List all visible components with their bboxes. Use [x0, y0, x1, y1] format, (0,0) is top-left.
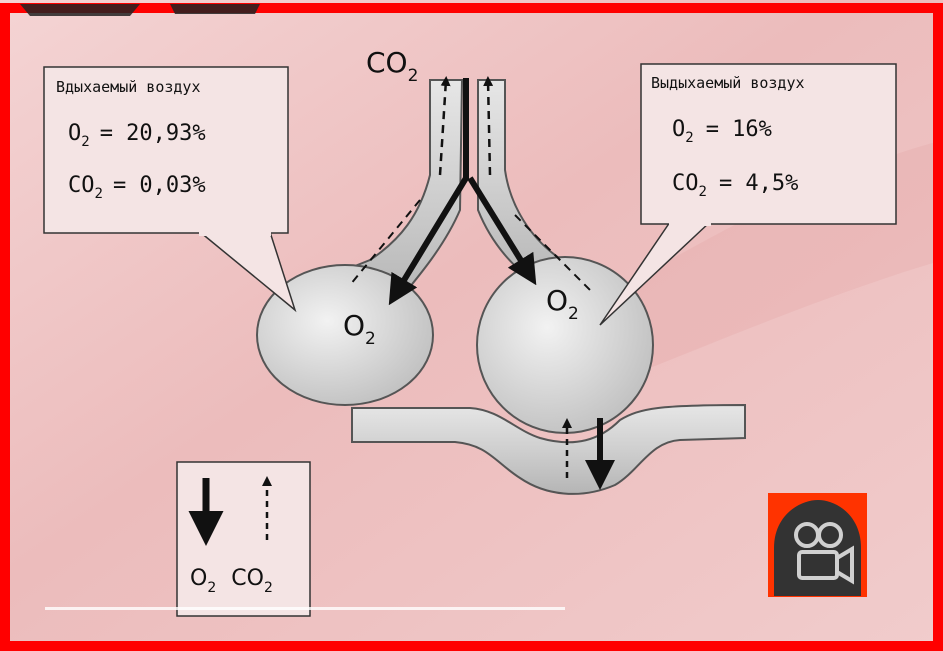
co2-outflow-arrow-right	[483, 76, 494, 176]
video-camera-icon	[794, 522, 854, 585]
legend-co2-label: CO	[231, 566, 264, 591]
frame-border	[0, 3, 943, 651]
exhaled-o2-sub: 2	[685, 130, 693, 146]
video-button[interactable]	[768, 493, 867, 597]
left-o2-sub: 2	[365, 329, 376, 349]
legend-co2-sub: 2	[264, 580, 273, 596]
svg-text:O2= 20,93%: O2 = 20,93%	[68, 121, 206, 150]
right-o2-sub: 2	[568, 304, 579, 324]
svg-text:O2= 16%: O2 = 16%	[672, 117, 772, 146]
exhaled-callout-pointer	[599, 221, 711, 326]
exhaled-o2-value: = 16%	[706, 117, 772, 142]
left-o2-label: O	[343, 309, 365, 342]
alveolus-right	[476, 256, 654, 434]
exhaled-o2-label: O	[672, 117, 685, 142]
top-co2-sub: 2	[408, 66, 419, 86]
inhaled-title: Вдыхаемый воздух	[56, 78, 201, 96]
inhaled-callout-box	[43, 66, 289, 234]
legend-o2-label: O	[190, 566, 207, 591]
inhaled-co2-value: = 0,03%	[113, 173, 206, 198]
dashed-airway-right	[514, 214, 591, 291]
exhaled-callout-box	[640, 63, 897, 225]
svg-text:CO2= 4,5%: CO2 = 4,5%	[672, 171, 798, 200]
legend-o2-sub: 2	[207, 580, 216, 596]
o2-inflow-arrow-right	[467, 176, 537, 286]
capillary	[351, 403, 746, 495]
top-co2-label: CO	[366, 46, 408, 79]
dashed-airway-left	[349, 199, 421, 286]
legend-box	[176, 461, 311, 617]
svg-text:CO2= 0,03%: CO2 = 0,03%	[68, 173, 206, 202]
svg-text:O2 CO2: O2 CO2	[190, 566, 273, 598]
exhaled-co2-label: CO	[672, 171, 699, 196]
right-o2-label: O	[546, 284, 568, 317]
inhaled-o2-value: = 20,93%	[100, 121, 206, 146]
clipped-heading-fragment	[20, 4, 260, 16]
inhaled-callout-pointer	[199, 231, 297, 313]
svg-text:CO2: CO2	[366, 46, 418, 86]
svg-text:O2: O2	[546, 284, 579, 324]
svg-text:O2: O2	[343, 309, 376, 349]
inhaled-co2-label: CO	[68, 173, 95, 198]
inhaled-co2-sub: 2	[95, 186, 103, 202]
exhaled-title: Выдыхаемый воздух	[651, 74, 805, 92]
exhaled-co2-sub: 2	[699, 184, 707, 200]
exhaled-co2-value: = 4,5%	[719, 171, 798, 196]
inhaled-o2-label: O	[68, 121, 81, 146]
bottom-strip	[45, 607, 565, 610]
o2-inflow-arrow-left	[388, 78, 469, 306]
co2-outflow-arrow-left	[438, 76, 451, 176]
inhaled-o2-sub: 2	[81, 134, 89, 150]
